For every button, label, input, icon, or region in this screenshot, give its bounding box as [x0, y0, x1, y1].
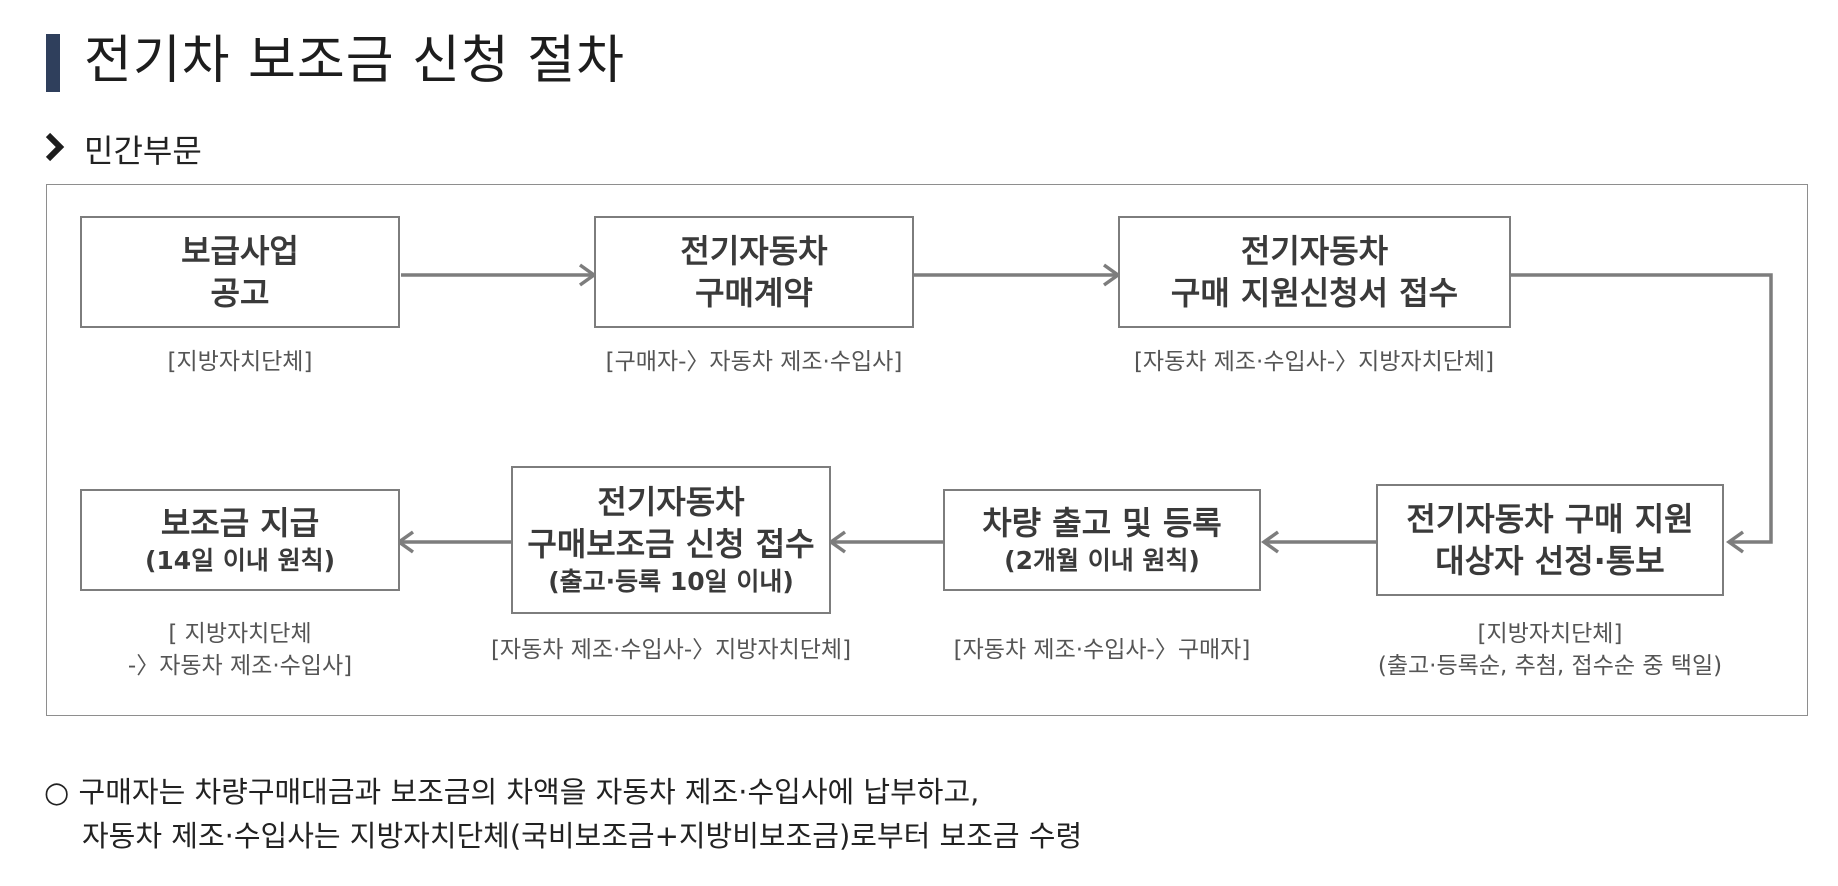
step-3-line-2: 구매 지원신청서 접수	[1170, 274, 1459, 312]
step-6-sub: (출고·등록 10일 이내)	[548, 567, 794, 596]
note-line-2: 자동차 제조·수입사는 지방자치단체(국비보조금+지방비보조금)로부터 보조금 …	[82, 819, 1083, 853]
step-3-line-1: 전기자동차	[1240, 232, 1389, 270]
step-1-caption: [지방자치단체]	[167, 349, 313, 375]
step-box-3: 전기자동차 구매 지원신청서 접수	[1118, 216, 1511, 328]
step-5-caption: [자동차 제조·수입사-〉구매자]	[953, 637, 1251, 663]
section-heading: 민간부문	[44, 130, 202, 172]
note-line-1: ○ 구매자는 차량구매대금과 보조금의 차액을 자동차 제조·수입사에 납부하고…	[44, 775, 980, 809]
step-7-caption: [ 지방자치단체 -〉자동차 제조·수입사]	[127, 621, 353, 679]
step-box-5: 차량 출고 및 등록 (2개월 이내 원칙)	[943, 489, 1261, 591]
arrow-3-4	[1510, 273, 1773, 544]
step-4-line-1: 전기자동차 구매 지원	[1406, 500, 1694, 538]
step-1-line-1: 보급사업	[181, 232, 299, 270]
step-4-line-2: 대상자 선정·통보	[1435, 542, 1665, 580]
section-label: 민간부문	[84, 132, 202, 170]
step-7-line-1: 보조금 지급	[160, 504, 320, 542]
step-box-7: 보조금 지급 (14일 이내 원칙)	[80, 489, 400, 591]
step-6-caption: [자동차 제조·수입사-〉지방자치단체]	[490, 637, 852, 663]
step-5-line-1: 차량 출고 및 등록	[982, 504, 1222, 542]
step-6-line-2: 구매보조금 신청 접수	[527, 525, 815, 563]
step-box-1: 보급사업 공고	[80, 216, 400, 328]
chevron-right-icon	[44, 130, 66, 172]
step-5-sub: (2개월 이내 원칙)	[1004, 546, 1200, 575]
step-2-line-2: 구매계약	[695, 274, 813, 312]
step-box-2: 전기자동차 구매계약	[594, 216, 914, 328]
step-1-line-2: 공고	[210, 274, 270, 312]
step-box-6: 전기자동차 구매보조금 신청 접수 (출고·등록 10일 이내)	[511, 466, 831, 614]
note-text: ○ 구매자는 차량구매대금과 보조금의 차액을 자동차 제조·수입사에 납부하고…	[44, 770, 1082, 858]
step-2-line-1: 전기자동차	[680, 232, 828, 270]
step-6-line-1: 전기자동차	[597, 483, 745, 521]
step-3-caption: [자동차 제조·수입사-〉지방자치단체]	[1133, 349, 1495, 375]
step-2-caption: [구매자-〉자동차 제조·수입사]	[605, 349, 903, 375]
step-4-caption: [지방자치단체] (출고·등록순, 추첨, 접수순 중 택일)	[1377, 621, 1723, 679]
step-box-4: 전기자동차 구매 지원 대상자 선정·통보	[1376, 484, 1724, 596]
page-title: 전기차 보조금 신청 절차	[84, 31, 625, 91]
step-7-sub: (14일 이내 원칙)	[144, 546, 336, 575]
title-accent-bar	[46, 34, 60, 92]
